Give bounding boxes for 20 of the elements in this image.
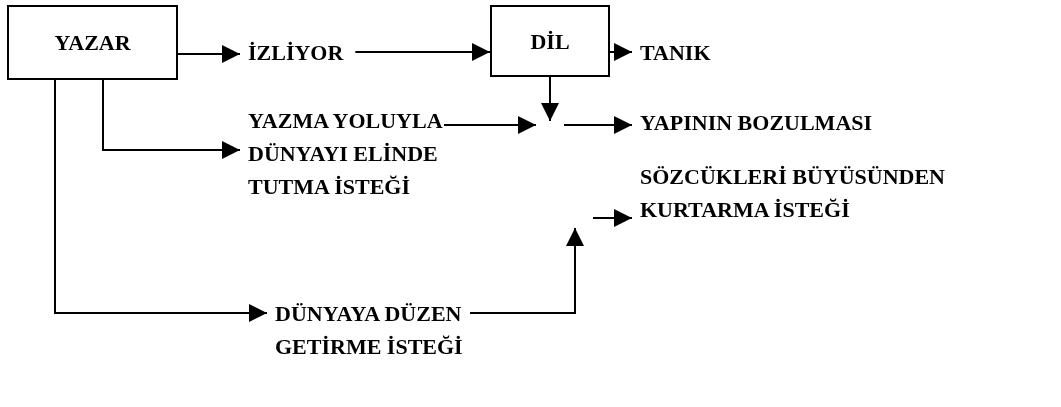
arrow (177, 45, 241, 63)
step-text: YAZMA YOLUYLA DÜNYAYI ELİNDE TUTMA İSTEĞİ (248, 107, 443, 201)
arrow (354, 43, 491, 61)
arrow (102, 79, 241, 159)
arrow (541, 76, 559, 122)
arrow (443, 116, 537, 134)
outcome-text: TANIK (640, 39, 711, 67)
process-box (490, 5, 610, 77)
arrow (469, 227, 584, 314)
arrow (592, 209, 633, 227)
arrow (609, 43, 633, 61)
process-box (7, 5, 178, 80)
box-label: DİL (530, 27, 570, 56)
step-text: İZLİYOR (248, 39, 344, 67)
outcome-text: YAPININ BOZULMASI (640, 109, 873, 137)
arrow (54, 79, 268, 322)
box-label: YAZAR (54, 29, 131, 57)
step-text: DÜNYAYA DÜZEN GETİRME İSTEĞİ (275, 300, 464, 361)
outcome-text: SÖZCÜKLERİ BÜYÜSÜNDEN KURTARMA İSTEĞİ (640, 163, 946, 224)
arrow (563, 116, 633, 134)
